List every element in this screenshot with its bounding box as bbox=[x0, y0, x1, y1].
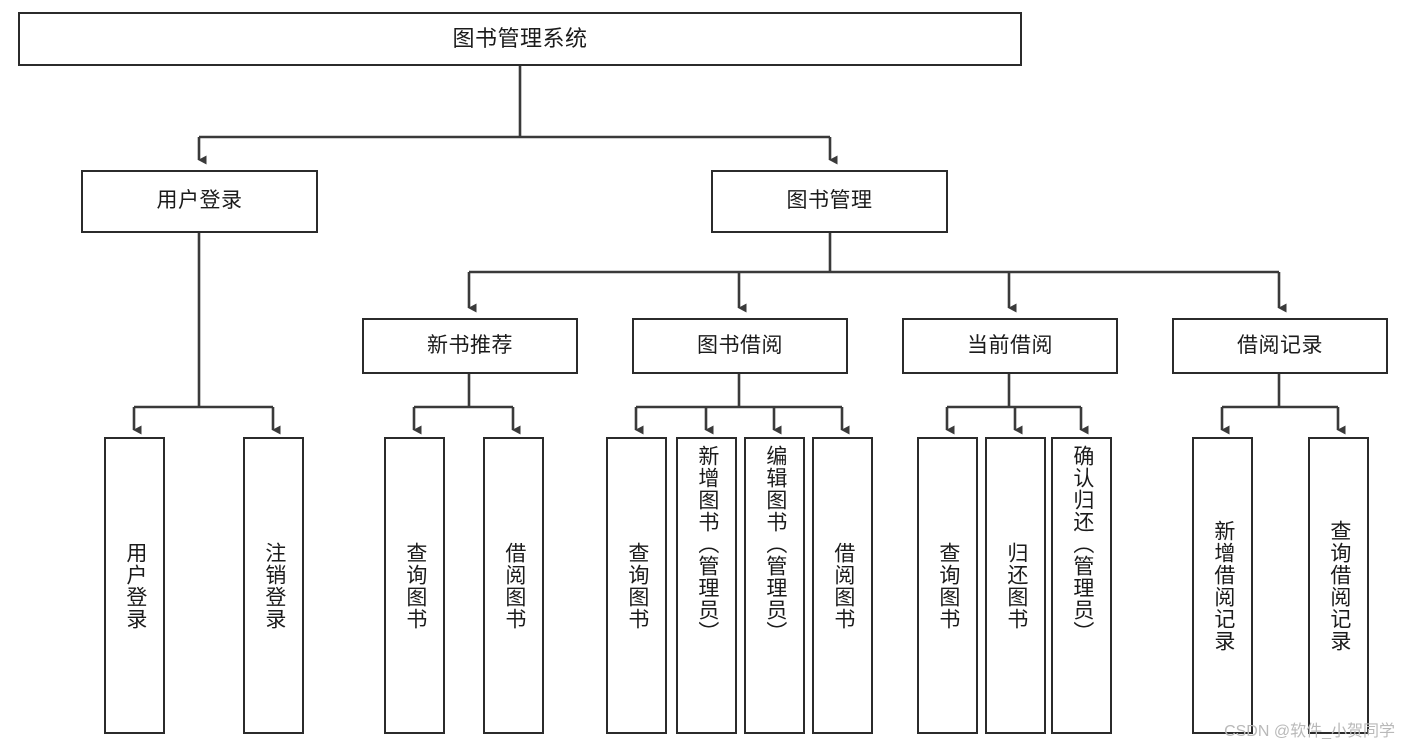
leaf-logout[interactable]: 注销登录 bbox=[243, 437, 304, 734]
node-current-borrow[interactable]: 当前借阅 bbox=[902, 318, 1118, 374]
node-book-borrow[interactable]: 图书借阅 bbox=[632, 318, 848, 374]
leaf-query-book-borrow[interactable]: 查询图书 bbox=[606, 437, 667, 734]
node-label: 新增图书（管理员） bbox=[695, 445, 719, 643]
node-label: 借阅图书 bbox=[831, 541, 855, 630]
node-label: 查询借阅记录 bbox=[1327, 519, 1351, 652]
node-label: 借阅图书 bbox=[502, 541, 526, 630]
node-label: 归还图书 bbox=[1004, 541, 1028, 630]
leaf-borrow-book-recommendation[interactable]: 借阅图书 bbox=[483, 437, 544, 734]
node-label: 查询图书 bbox=[403, 541, 427, 630]
leaf-add-book-admin[interactable]: 新增图书（管理员） bbox=[676, 437, 737, 734]
node-label: 图书管理系统 bbox=[452, 26, 588, 52]
leaf-return-book[interactable]: 归还图书 bbox=[985, 437, 1046, 734]
node-label: 当前借阅 bbox=[967, 333, 1053, 357]
node-book-management[interactable]: 图书管理 bbox=[711, 170, 948, 233]
node-label: 查询图书 bbox=[625, 541, 649, 630]
node-label: 新增借阅记录 bbox=[1211, 519, 1235, 652]
node-label: 注销登录 bbox=[262, 541, 286, 630]
leaf-query-borrow-record[interactable]: 查询借阅记录 bbox=[1308, 437, 1369, 734]
node-label: 借阅记录 bbox=[1237, 333, 1323, 357]
csdn-watermark: CSDN @软件_小贺同学 bbox=[1224, 723, 1395, 740]
node-borrow-record[interactable]: 借阅记录 bbox=[1172, 318, 1388, 374]
leaf-query-book-recommendation[interactable]: 查询图书 bbox=[384, 437, 445, 734]
node-label: 用户登录 bbox=[123, 541, 147, 630]
leaf-edit-book-admin[interactable]: 编辑图书（管理员） bbox=[744, 437, 805, 734]
node-new-book-recommendation[interactable]: 新书推荐 bbox=[362, 318, 578, 374]
node-label: 图书借阅 bbox=[697, 333, 783, 357]
node-label: 新书推荐 bbox=[427, 333, 513, 357]
node-label: 确认归还（管理员） bbox=[1070, 445, 1094, 643]
node-user-login[interactable]: 用户登录 bbox=[81, 170, 318, 233]
node-label: 用户登录 bbox=[156, 189, 243, 213]
leaf-confirm-return-admin[interactable]: 确认归还（管理员） bbox=[1051, 437, 1112, 734]
node-label: 图书管理 bbox=[786, 189, 873, 213]
leaf-user-login[interactable]: 用户登录 bbox=[104, 437, 165, 734]
node-root-book-management-system[interactable]: 图书管理系统 bbox=[18, 12, 1022, 66]
leaf-add-borrow-record[interactable]: 新增借阅记录 bbox=[1192, 437, 1253, 734]
node-label: 编辑图书（管理员） bbox=[763, 445, 787, 643]
leaf-query-book-current[interactable]: 查询图书 bbox=[917, 437, 978, 734]
node-label: 查询图书 bbox=[936, 541, 960, 630]
leaf-borrow-book[interactable]: 借阅图书 bbox=[812, 437, 873, 734]
